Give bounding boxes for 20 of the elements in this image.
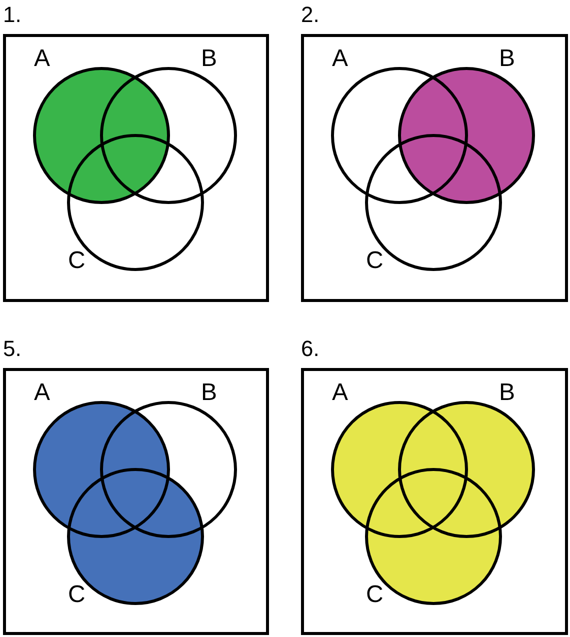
set-label: A [332, 47, 348, 71]
set-circle [364, 134, 502, 270]
set-label: B [201, 381, 218, 405]
set-label: C [68, 583, 86, 607]
panel-number: 2. [301, 4, 320, 26]
set-circle [364, 468, 502, 604]
panel-number: 1. [3, 4, 22, 26]
set-label: A [34, 381, 50, 405]
set-label: A [34, 47, 50, 71]
set-label: B [499, 381, 516, 405]
set-label: B [499, 47, 516, 71]
panel-number: 5. [3, 338, 22, 360]
set-label: C [68, 249, 86, 273]
set-label: B [201, 47, 218, 71]
set-circle [66, 468, 204, 604]
panel-number: 6. [301, 338, 320, 360]
set-label: A [332, 381, 348, 405]
set-circle [66, 134, 204, 270]
set-label: C [366, 583, 384, 607]
set-label: C [366, 249, 384, 273]
